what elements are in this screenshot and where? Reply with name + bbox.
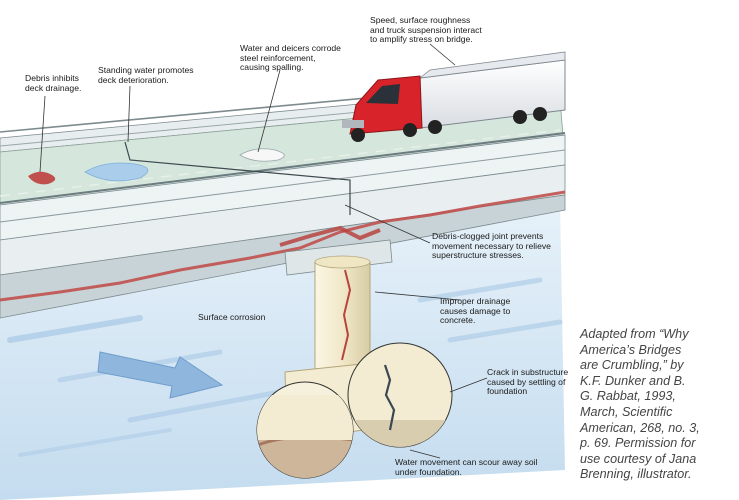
label-surface-corrosion: Surface corrosion	[198, 312, 266, 322]
figure-caption: Adapted from “Why America’s Bridges are …	[580, 327, 700, 482]
label-water-scour: Water movement can scour away soil under…	[395, 457, 538, 477]
label-clogged-joint: Debris-clogged joint prevents movement n…	[432, 231, 551, 261]
leader-lines	[39, 43, 488, 459]
water-flow-arrow	[97, 351, 224, 399]
label-crack-substructure: Crack in substructure caused by settling…	[487, 367, 569, 397]
label-truck-stress: Speed, surface roughness and truck suspe…	[370, 15, 482, 45]
near-railing	[0, 132, 566, 241]
crack-detail-circle	[347, 342, 453, 448]
deck-joint	[124, 141, 351, 215]
debris-pile	[28, 171, 56, 185]
label-standing-water: Standing water promotes deck deteriorati…	[98, 65, 194, 85]
label-deicers: Water and deicers corrode steel reinforc…	[240, 43, 341, 73]
bridge-girder	[0, 164, 566, 319]
label-improper-drainage: Improper drainage causes damage to concr…	[440, 296, 511, 326]
truck	[342, 51, 566, 142]
standing-water-puddle	[84, 162, 149, 182]
spalling-patch	[239, 148, 285, 162]
label-debris-drainage: Debris inhibits deck drainage.	[25, 73, 82, 93]
bridge-pier	[314, 255, 371, 373]
